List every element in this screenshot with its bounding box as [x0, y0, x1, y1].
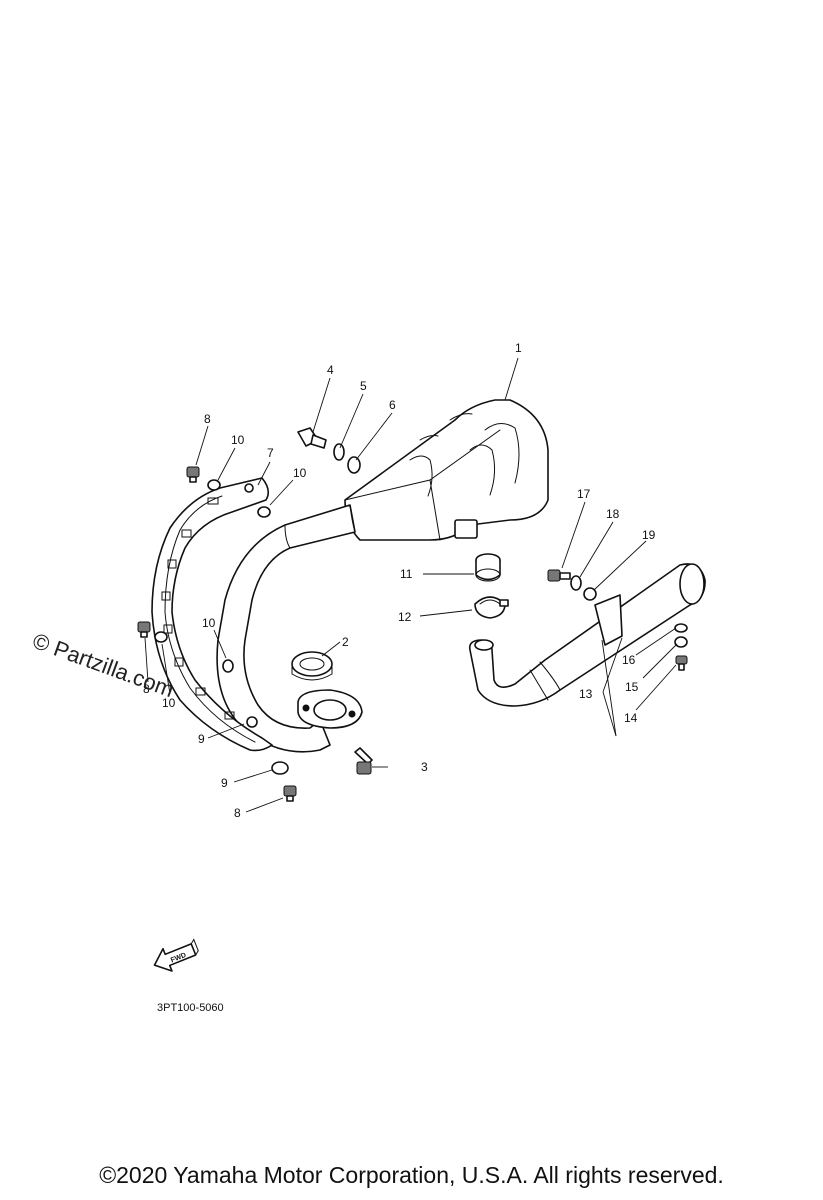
bolt-17	[547, 569, 571, 582]
collar-15	[674, 636, 688, 648]
callout-10b: 10	[293, 466, 307, 480]
washer-9b	[271, 761, 289, 775]
washer-18	[570, 575, 582, 591]
collar-10a	[207, 479, 221, 491]
callout-7: 7	[267, 446, 274, 460]
callout-12: 12	[398, 610, 412, 624]
collar-10d	[154, 631, 168, 643]
callout-17: 17	[577, 487, 591, 501]
callout-2: 2	[342, 635, 349, 649]
fwd-arrow-icon: FWD	[153, 938, 199, 972]
screw-14	[675, 655, 688, 671]
callout-14: 14	[624, 711, 638, 725]
callout-10c: 10	[202, 616, 216, 630]
gasket	[291, 651, 333, 681]
heat-protector	[151, 477, 273, 752]
callout-8c: 8	[234, 806, 241, 820]
callout-9a: 9	[198, 732, 205, 746]
screw-8b	[137, 621, 151, 638]
callout-9b: 9	[221, 776, 228, 790]
callout-18: 18	[606, 507, 620, 521]
callout-13: 13	[579, 687, 593, 701]
callout-labels: 1 2 3 4 5 6 7 8 10 10 10 8 10 9 9 8 11 1…	[143, 341, 656, 820]
diagram-code: 3PT100-5060	[157, 1002, 224, 1014]
callout-11: 11	[400, 567, 413, 581]
washer-6	[347, 456, 361, 474]
callout-8b: 8	[143, 682, 150, 696]
callout-5: 5	[360, 379, 367, 393]
callout-8a: 8	[204, 412, 211, 426]
grommet-11	[475, 553, 501, 582]
callout-4: 4	[327, 363, 334, 377]
pipe-flange	[297, 689, 363, 729]
collar-10b	[257, 506, 271, 518]
exhaust-pipe	[216, 504, 356, 753]
callout-1: 1	[515, 341, 522, 355]
copyright-notice: ©2020 Yamaha Motor Corporation, U.S.A. A…	[99, 1162, 724, 1188]
callout-15: 15	[625, 680, 639, 694]
washer-5	[333, 443, 345, 461]
bolt-4	[297, 427, 327, 449]
callout-3: 3	[421, 760, 428, 774]
collar-10c	[222, 659, 234, 673]
collar-16	[674, 623, 688, 633]
screw-8a	[186, 466, 200, 483]
callout-10d: 10	[162, 696, 176, 710]
callout-10a: 10	[231, 433, 245, 447]
screw-8c	[283, 785, 297, 802]
muffler-body	[344, 399, 549, 541]
callout-19: 19	[642, 528, 656, 542]
flange-bolt	[354, 747, 373, 775]
silencer-13	[468, 563, 706, 707]
callout-6: 6	[389, 398, 396, 412]
leader-lines	[144, 357, 678, 813]
callout-16: 16	[622, 653, 636, 667]
band-12	[474, 596, 509, 619]
washer-19	[583, 587, 597, 601]
